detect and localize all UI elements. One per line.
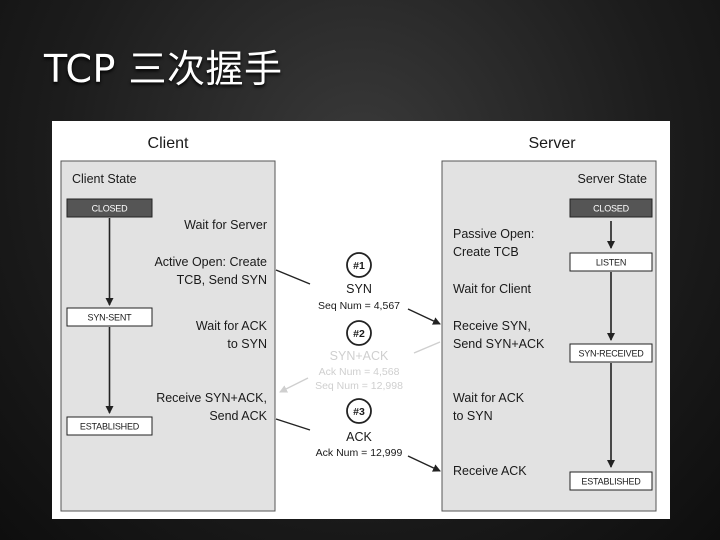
- synack-line-right: [413, 341, 441, 354]
- server-event-wait-client: Wait for Client: [453, 282, 532, 296]
- server-state-closed-label: CLOSED: [593, 204, 630, 214]
- server-state-established: [569, 471, 653, 491]
- syn-label: SYN: [346, 282, 372, 296]
- server-event-recv-syn-2: Send SYN+ACK: [453, 337, 545, 351]
- ack-line-left: [275, 418, 311, 431]
- server-state-heading: Server State: [578, 172, 648, 186]
- server-state-syn-received-label: SYN-RECEIVED: [578, 349, 644, 359]
- synack-arrow: [279, 377, 309, 393]
- server-event-passive-open-2: Create TCB: [453, 245, 519, 259]
- client-event-recv-synack-1: Receive SYN+ACK,: [156, 391, 267, 405]
- ack-badge-label: #3: [353, 406, 365, 418]
- server-event-passive-open-1: Passive Open:: [453, 227, 534, 241]
- syn-arrow: [407, 308, 441, 325]
- handshake-diagram: Client Server Client State CLOSED SYN-SE…: [60, 135, 657, 512]
- client-state-closed-label: CLOSED: [92, 204, 129, 214]
- syn-seq: Seq Num = 4,567: [318, 300, 400, 312]
- ack-badge: [346, 398, 372, 424]
- client-state-established: [66, 416, 153, 436]
- tcp-handshake-figure: Client Server Client State CLOSED SYN-SE…: [52, 121, 670, 519]
- client-event-active-open-1: Active Open: Create: [154, 255, 267, 269]
- client-state-syn-sent: [66, 307, 153, 327]
- server-event-recv-ack: Receive ACK: [453, 464, 527, 478]
- client-event-wait-server: Wait for Server: [184, 218, 267, 232]
- client-event-wait-ack-1: Wait for ACK: [196, 319, 268, 333]
- server-state-closed: [569, 198, 653, 218]
- server-event-recv-syn-1: Receive SYN,: [453, 319, 531, 333]
- syn-badge: [346, 252, 372, 278]
- client-header: Client: [148, 135, 189, 152]
- synack-badge-label: #2: [353, 328, 365, 340]
- client-state-heading: Client State: [72, 172, 137, 186]
- synack-label: SYN+ACK: [330, 349, 389, 363]
- server-state-listen: [569, 252, 653, 272]
- client-state-closed: [66, 198, 153, 218]
- ack-label: ACK: [346, 430, 372, 444]
- client-event-recv-synack-2: Send ACK: [209, 409, 267, 423]
- server-state-listen-label: LISTEN: [596, 258, 626, 268]
- client-event-wait-ack-2: to SYN: [227, 337, 267, 351]
- client-event-active-open-2: TCB, Send SYN: [177, 273, 267, 287]
- synack-badge: [346, 320, 372, 346]
- ack-arrow: [407, 455, 441, 472]
- client-state-established-label: ESTABLISHED: [80, 422, 140, 432]
- server-event-wait-ack-2: to SYN: [453, 409, 493, 423]
- slide-title: TCP 三次握手: [44, 47, 283, 91]
- server-state-syn-received: [569, 343, 653, 363]
- synack-seq: Seq Num = 12,998: [315, 380, 403, 392]
- server-state-established-label: ESTABLISHED: [581, 477, 641, 487]
- server-panel: [441, 160, 657, 512]
- client-panel: [60, 160, 276, 512]
- ack-num: Ack Num = 12,999: [316, 447, 403, 459]
- server-event-wait-ack-1: Wait for ACK: [453, 391, 525, 405]
- synack-ack: Ack Num = 4,568: [319, 366, 400, 378]
- syn-line-left: [275, 269, 311, 285]
- client-state-syn-sent-label: SYN-SENT: [88, 313, 133, 323]
- server-header: Server: [528, 135, 576, 152]
- syn-badge-label: #1: [353, 260, 365, 272]
